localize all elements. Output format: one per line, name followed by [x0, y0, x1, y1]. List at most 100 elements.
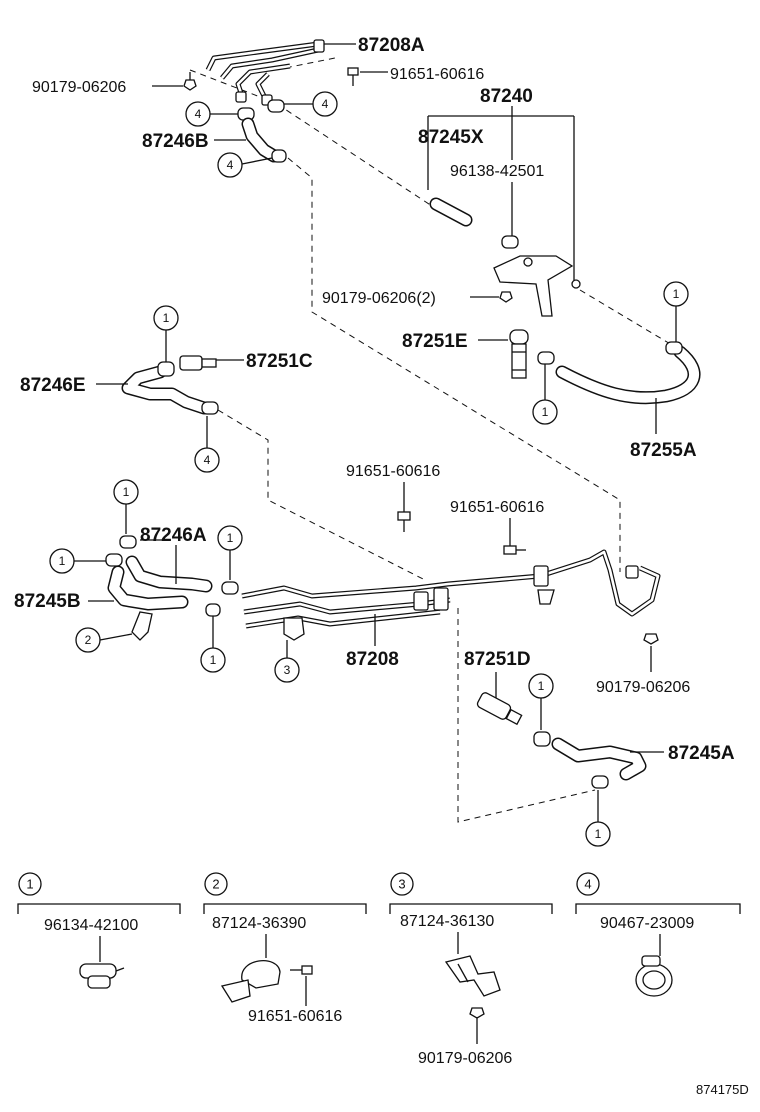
legend-3-mark	[390, 872, 414, 896]
callout-1-87251E[interactable]	[532, 399, 558, 425]
valve-87251C[interactable]	[179, 355, 217, 371]
legend-2-mark	[204, 872, 228, 896]
legend-2-part: 87124-36390	[212, 915, 306, 932]
label-87255A: 87255A	[630, 440, 697, 461]
callout-4-b-label: 4	[322, 97, 329, 111]
label-91651-60616-top: 91651-60616	[390, 66, 484, 83]
valve-87251E[interactable]	[509, 329, 529, 379]
callout-1-87255A[interactable]	[663, 281, 689, 307]
callout-1-87245A-bottom-label: 1	[595, 827, 602, 841]
pipe-assembly-87208[interactable]	[241, 549, 661, 629]
legend-2-num: 2	[212, 877, 219, 892]
callout-2-left[interactable]	[75, 627, 101, 653]
legend-1-mark	[18, 872, 42, 896]
callout-1-87255A-label: 1	[673, 287, 680, 301]
legend-3-num: 3	[398, 877, 405, 892]
clamp-87246E-top[interactable]	[157, 361, 175, 377]
clip-87124-36390-left[interactable]	[131, 611, 153, 641]
label-87245A: 87245A	[668, 743, 735, 764]
bolt-90179-06206-right[interactable]	[643, 633, 659, 645]
clamp-87245B-top[interactable]	[105, 553, 123, 567]
legend-2-sub: 91651-60616	[248, 1008, 342, 1025]
legend-1-part: 96134-42100	[44, 917, 138, 934]
callout-4-87246E[interactable]	[194, 447, 220, 473]
hose-87245A[interactable]	[551, 737, 647, 781]
label-90179-06206-2: 90179-06206(2)	[322, 290, 436, 307]
screw-91651-60616-right[interactable]	[503, 545, 526, 555]
callout-1-center-bottom[interactable]	[200, 647, 226, 673]
legend-4-num: 4	[584, 877, 591, 892]
callout-1-87245A-label: 1	[538, 679, 545, 693]
clamp-center-top[interactable]	[221, 581, 239, 595]
hose-87255A[interactable]	[555, 341, 701, 405]
hose-87246B[interactable]	[241, 117, 287, 163]
clamp-icon-90467-23009	[635, 955, 673, 997]
label-91651-60616-mid: 91651-60616	[346, 463, 440, 480]
clamp-87245A-top[interactable]	[533, 731, 551, 747]
dashed-guide-lines	[189, 57, 673, 823]
legend: 1 96134-42100 2 87124-36390 91651-60616 …	[17, 872, 741, 1067]
label-91651-60616-right: 91651-60616	[450, 499, 544, 516]
clip-icon-87124-36390	[220, 960, 313, 1003]
clamp-87251E[interactable]	[537, 351, 555, 365]
hose-87246E[interactable]	[121, 365, 211, 415]
callout-4-c-label: 4	[227, 158, 234, 172]
label-87240: 87240	[480, 86, 533, 107]
bolt-90179-06206-top[interactable]	[183, 72, 197, 91]
clamp-top-b[interactable]	[267, 99, 285, 113]
label-87251D: 87251D	[464, 649, 531, 670]
bolt-90179-06206-pair[interactable]	[499, 291, 513, 303]
callout-1-center-bottom-label: 1	[210, 653, 217, 667]
diagram-code: 874175D	[696, 1082, 749, 1097]
legend-3-sub: 90179-06206	[418, 1050, 512, 1067]
hose-87245X[interactable]	[429, 197, 473, 227]
callout-1-center-top-label: 1	[227, 531, 234, 545]
callout-1-87246A-label: 1	[123, 485, 130, 499]
clamp-87245A-bottom[interactable]	[591, 775, 609, 789]
callout-1-87245B-label: 1	[59, 554, 66, 568]
callout-3-main[interactable]	[274, 657, 300, 683]
clamp-87246A-top[interactable]	[119, 535, 137, 549]
valve-87251D[interactable]	[476, 691, 523, 726]
label-87245X: 87245X	[418, 127, 484, 148]
clip-icon-87124-36130	[444, 955, 501, 997]
clamp-87246E-bottom[interactable]	[201, 401, 219, 415]
callout-4-a[interactable]	[185, 101, 211, 127]
label-90179-06206-right: 90179-06206	[596, 679, 690, 696]
clip-87124-36130-main[interactable]	[283, 617, 305, 641]
label-90179-06206-top: 90179-06206	[32, 79, 126, 96]
clamp-center-bottom[interactable]	[205, 603, 221, 617]
label-87245B: 87245B	[14, 591, 81, 612]
callout-1-87246E-label: 1	[163, 311, 170, 325]
bolt-icon-90179-06206	[469, 1007, 485, 1019]
callout-4-b[interactable]	[312, 91, 338, 117]
callout-1-87251E-label: 1	[542, 405, 549, 419]
label-87208A: 87208A	[358, 35, 425, 56]
label-87208: 87208	[346, 649, 399, 670]
bracket-87240[interactable]	[493, 255, 581, 317]
legend-4-part: 90467-23009	[600, 915, 694, 932]
hose-87245B[interactable]	[107, 565, 189, 611]
legend-1-num: 1	[26, 877, 33, 892]
label-87251C: 87251C	[246, 351, 313, 372]
hose-87246A[interactable]	[125, 555, 213, 593]
label-87246A: 87246A	[140, 525, 207, 546]
label-87246B: 87246B	[142, 131, 209, 152]
screw-91651-60616-top[interactable]	[347, 67, 359, 86]
callout-4-a-label: 4	[195, 107, 202, 121]
label-87251E: 87251E	[402, 331, 468, 352]
callout-4-87246E-label: 4	[204, 453, 211, 467]
label-87246E: 87246E	[20, 375, 86, 396]
label-96138-42501: 96138-42501	[450, 163, 544, 180]
callout-2-left-label: 2	[85, 633, 92, 647]
legend-3-part: 87124-36130	[400, 913, 494, 930]
callout-3-main-label: 3	[284, 663, 291, 677]
pipe-assembly-87208A[interactable]	[205, 39, 325, 106]
legend-4-mark	[576, 872, 600, 896]
callout-4-c[interactable]	[217, 152, 243, 178]
screw-91651-60616-mid[interactable]	[397, 511, 411, 532]
clamp-96138-42501[interactable]	[501, 235, 519, 249]
callout-1-87245A-bottom[interactable]	[585, 821, 611, 847]
clamp-icon-96134-42100	[79, 963, 125, 989]
